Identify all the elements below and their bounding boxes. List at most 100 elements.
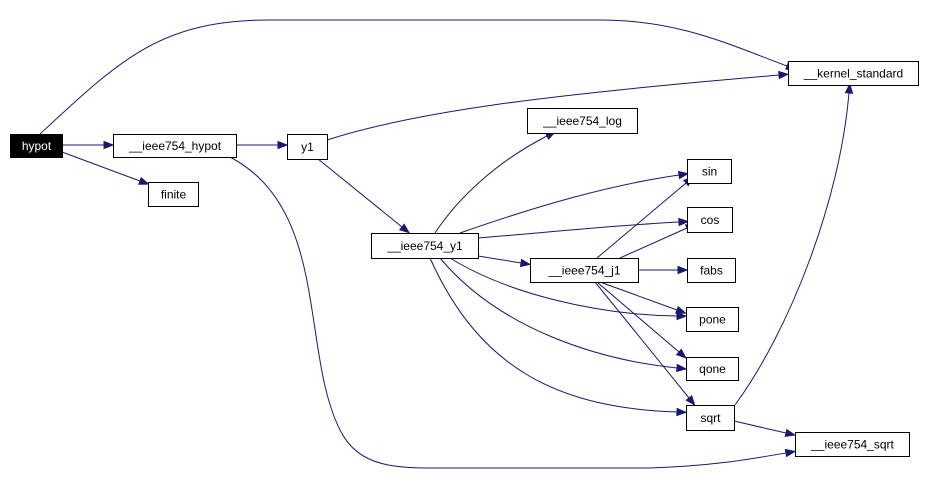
node-ieee754_log[interactable]: __ieee754_log — [527, 108, 638, 134]
node-label: __ieee754_y1 — [386, 239, 463, 253]
edge-line — [477, 255, 522, 264]
node-label: fabs — [700, 264, 723, 278]
node-box — [10, 134, 63, 158]
node-label: cos — [701, 213, 720, 227]
node-label: y1 — [301, 140, 314, 154]
node-pone[interactable]: pone — [686, 307, 739, 332]
node-box — [687, 207, 733, 233]
arrowhead — [685, 394, 696, 407]
node-label: sqrt — [700, 411, 721, 425]
edge-hypot-to-ieee754_hypot — [62, 140, 115, 150]
node-label: hypot — [22, 139, 52, 153]
edge-y1-to-kernel_standard — [326, 70, 790, 141]
node-label: __ieee754_hypot — [128, 139, 222, 153]
node-box — [287, 134, 328, 160]
arrowhead — [677, 265, 689, 275]
edge-line — [477, 221, 680, 239]
arrowhead — [675, 305, 687, 314]
edge-ieee754_y1-to-qone — [439, 257, 688, 373]
edge-line — [733, 420, 787, 434]
node-box — [795, 432, 910, 457]
arrowhead — [778, 70, 790, 80]
edge-line — [594, 281, 690, 399]
node-sin[interactable]: sin — [687, 159, 732, 184]
arrowhead — [676, 363, 688, 373]
edge-ieee754_y1-to-sqrt — [429, 257, 688, 417]
node-sqrt[interactable]: sqrt — [686, 405, 735, 431]
edge-line — [434, 135, 548, 234]
node-fabs[interactable]: fabs — [687, 258, 736, 283]
edge-line — [459, 174, 680, 234]
node-label: __kernel_standard — [803, 67, 903, 81]
arrowhead — [519, 258, 532, 268]
node-box — [371, 233, 479, 259]
node-box — [148, 182, 199, 207]
arrowhead — [784, 428, 797, 438]
node-box — [530, 258, 639, 283]
edge-ieee754_hypot-to-y1 — [236, 140, 289, 150]
node-box — [113, 134, 237, 158]
node-ieee754_j1[interactable]: __ieee754_j1 — [530, 258, 639, 283]
edge-layer — [39, 19, 854, 469]
edge-ieee754_y1-to-sin — [459, 170, 690, 234]
node-kernel_standard[interactable]: __kernel_standard — [788, 61, 919, 86]
node-ieee754_y1[interactable]: __ieee754_y1 — [371, 233, 479, 259]
node-ieee754_hypot[interactable]: __ieee754_hypot — [113, 134, 237, 158]
edge-line — [596, 182, 687, 259]
edge-line — [326, 74, 780, 141]
node-label: finite — [161, 188, 187, 202]
node-label: pone — [699, 313, 726, 327]
arrowhead — [844, 82, 854, 94]
edge-line — [619, 227, 688, 259]
node-box — [788, 61, 919, 86]
edge-sqrt-to-kernel_standard — [734, 82, 854, 406]
edge-ieee754_j1-to-pone — [599, 281, 687, 314]
edge-line — [449, 257, 678, 317]
node-label: __ieee754_sqrt — [810, 438, 894, 452]
edge-line — [61, 151, 141, 182]
edge-hypot-to-kernel_standard — [39, 19, 797, 135]
arrowhead — [277, 140, 289, 150]
node-label: __ieee754_log — [542, 114, 622, 128]
node-box — [686, 357, 739, 381]
node-box — [686, 307, 739, 332]
edge-ieee754_j1-to-sqrt — [594, 281, 696, 407]
node-y1[interactable]: y1 — [287, 134, 328, 160]
node-label: __ieee754_j1 — [547, 264, 620, 278]
edge-line — [596, 281, 680, 353]
edge-sqrt-to-ieee754_sqrt — [733, 420, 797, 438]
edge-ieee754_j1-to-qone — [596, 281, 687, 359]
edge-ieee754_y1-to-cos — [477, 217, 690, 239]
arrowhead — [675, 348, 687, 359]
node-label: sin — [702, 165, 717, 179]
arrowhead — [678, 217, 690, 227]
node-ieee754_sqrt[interactable]: __ieee754_sqrt — [795, 432, 910, 457]
edge-ieee754_y1-to-pone — [449, 257, 688, 321]
edge-ieee754_y1-to-ieee754_j1 — [477, 255, 532, 268]
node-box — [527, 108, 638, 134]
node-box — [687, 258, 736, 283]
node-finite[interactable]: finite — [148, 182, 199, 207]
edge-ieee754_j1-to-sin — [596, 176, 694, 259]
node-hypot[interactable]: hypot — [10, 134, 63, 158]
edge-hypot-to-finite — [61, 151, 150, 185]
node-label: qone — [699, 362, 726, 376]
node-qone[interactable]: qone — [686, 357, 739, 381]
arrowhead — [138, 176, 150, 185]
edge-y1-to-ieee754_y1 — [317, 158, 411, 234]
node-cos[interactable]: cos — [687, 207, 733, 233]
edge-line — [599, 281, 678, 311]
node-box — [687, 159, 732, 184]
edge-line — [317, 158, 403, 228]
edge-line — [439, 257, 678, 369]
edge-line — [429, 257, 678, 413]
arrowhead — [677, 170, 690, 180]
edge-line — [39, 19, 788, 135]
arrowhead — [676, 407, 688, 417]
edge-ieee754_j1-to-fabs — [638, 265, 689, 275]
node-box — [686, 405, 735, 431]
arrowhead — [676, 311, 688, 321]
arrowhead — [103, 140, 115, 150]
